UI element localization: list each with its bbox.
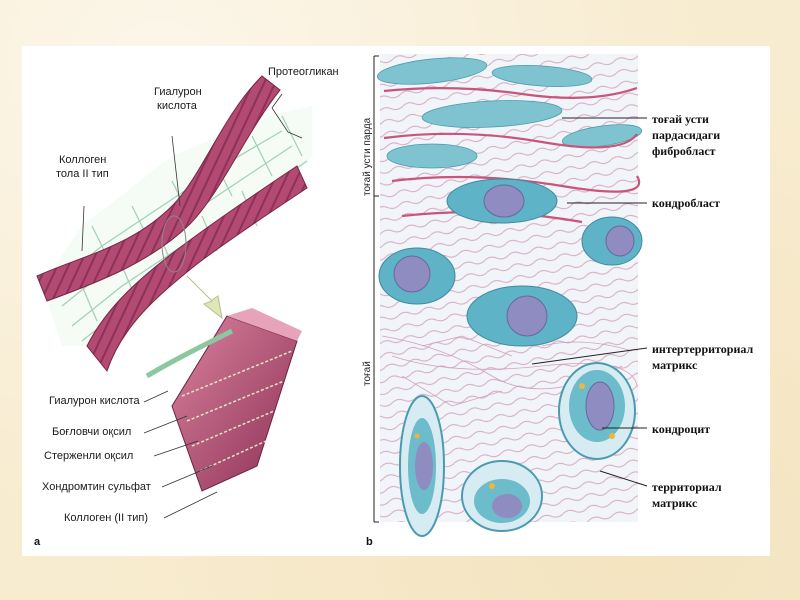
perichondrium-cells (376, 57, 643, 169)
panel-a-leaders (81, 135, 218, 519)
label-collagen-type2: Коллоген (II тип) (64, 512, 149, 524)
figure-illustration (36, 54, 648, 537)
label-collagen-fiber-1: Коллоген (59, 154, 107, 166)
label-fibroblast-3: фибробласт (652, 144, 716, 158)
label-interterritorial-2: матрикс (652, 358, 698, 372)
label-proteoglycan: Протеогликан (268, 66, 339, 78)
label-territorial-2: матрикс (652, 496, 698, 510)
label-cartilage: тоғай (362, 361, 373, 386)
label-chondroblast: кондробласт (652, 196, 721, 210)
label-fibroblast-2: пардасидаги (652, 128, 721, 142)
label-collagen-fiber-2: тола II тип (56, 168, 109, 180)
label-interterritorial-1: интертерриториал (652, 342, 754, 356)
label-chondroitin-sulfate: Хондромтин сульфат (42, 481, 151, 493)
panel-a-drawing (36, 75, 312, 519)
panel-b-leaders (531, 117, 648, 487)
label-hyaluronic-acid-top-1: Гиалурон (154, 86, 202, 98)
magnified-cube (145, 308, 302, 492)
label-link-protein: Боғловчи оқсил (52, 426, 132, 438)
proteoglycan-leader (271, 93, 303, 139)
collagen-fiber-bottom (86, 165, 308, 373)
label-hyaluronic-acid: Гиалурон кислота (49, 395, 140, 407)
panel-b-letter: b (366, 536, 373, 548)
zoom-circle (161, 215, 187, 273)
label-territorial-1: территориал (652, 480, 722, 494)
label-hyaluronic-acid-top-2: кислота (157, 100, 197, 112)
zoom-arrow (186, 275, 223, 320)
layer-bracket (373, 55, 379, 523)
chondroblast-cells (378, 178, 643, 347)
collagen-fiber-top (36, 75, 281, 302)
slide: Протеогликан Гиалурон кислота Коллоген т… (22, 46, 770, 556)
label-perichondrium: тоғай усти парда (362, 117, 373, 196)
label-chondrocyte: кондроцит (652, 422, 711, 436)
label-fibroblast-1: тоғай усти (652, 112, 709, 126)
panel-a-letter: a (34, 536, 41, 548)
panel-b-drawing (373, 54, 648, 537)
label-core-protein: Стерженли оқсил (44, 450, 134, 462)
chondrocyte-cells (399, 362, 636, 537)
